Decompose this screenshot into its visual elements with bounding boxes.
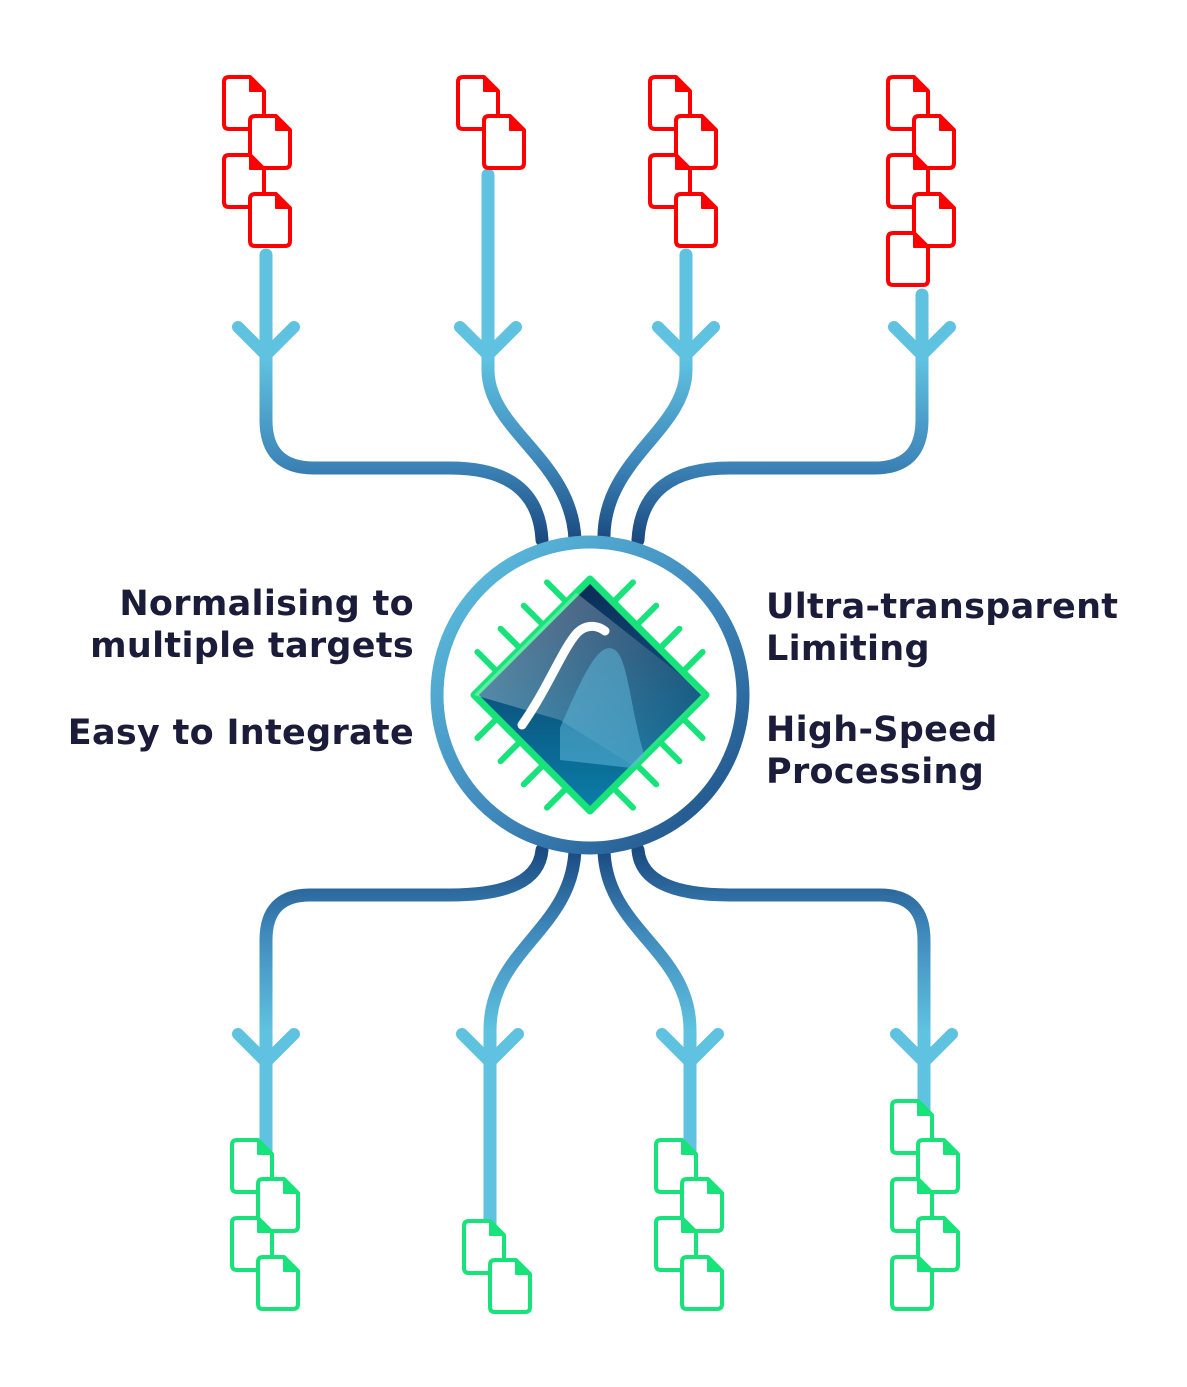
feature-limiting-line1: Ultra-transparent	[766, 587, 1119, 627]
feature-speed-line1: High-Speed	[766, 710, 998, 750]
output-file-stack	[230, 1138, 300, 1311]
feature-normalising: Normalising to multiple targets	[90, 583, 414, 667]
chip-curve-fill	[560, 648, 650, 770]
arrow-down-icon	[888, 321, 956, 361]
output-pipe	[483, 843, 582, 1232]
output-pipe	[259, 843, 549, 1157]
arrow-down-icon	[652, 321, 720, 361]
feature-limiting-line2: Limiting	[766, 629, 930, 669]
document-icon	[886, 231, 930, 287]
output-file-stack	[462, 1219, 532, 1314]
input-pipe	[481, 168, 582, 547]
input-pipe	[259, 248, 549, 547]
feature-integrate-line1: Easy to Integrate	[67, 713, 414, 753]
document-icon	[248, 192, 292, 248]
document-icon	[890, 1255, 934, 1311]
feature-speed: High-Speed Processing	[766, 709, 998, 793]
input-files	[222, 75, 956, 287]
document-icon	[680, 1255, 724, 1311]
flow-arrows	[232, 321, 958, 1068]
document-icon	[256, 1255, 300, 1311]
feature-integrate: Easy to Integrate	[68, 712, 414, 754]
feature-speed-line2: Processing	[766, 752, 985, 792]
document-icon	[488, 1258, 532, 1314]
feature-normalising-line2: multiple targets	[90, 626, 414, 666]
feature-limiting: Ultra-transparent Limiting	[766, 586, 1118, 670]
output-pipe	[631, 843, 931, 1117]
document-icon	[482, 114, 526, 170]
input-file-stack	[886, 75, 956, 287]
arrow-down-icon	[656, 1028, 724, 1068]
output-file-stack	[654, 1138, 724, 1311]
input-file-stack	[648, 75, 718, 248]
signal-pipes	[259, 168, 931, 1232]
input-file-stack	[456, 75, 526, 170]
input-pipe	[631, 288, 929, 547]
output-pipe	[597, 843, 697, 1157]
arrow-down-icon	[232, 1028, 300, 1068]
signal-curve-icon	[517, 621, 610, 730]
output-files	[230, 1099, 960, 1314]
document-icon	[674, 192, 718, 248]
arrow-down-icon	[890, 1028, 958, 1068]
output-file-stack	[890, 1099, 960, 1311]
arrow-down-icon	[456, 1028, 524, 1068]
feature-normalising-line1: Normalising to	[119, 584, 414, 624]
input-file-stack	[222, 75, 292, 248]
arrow-down-icon	[232, 321, 300, 361]
input-pipe	[597, 248, 693, 547]
arrow-down-icon	[454, 321, 522, 361]
